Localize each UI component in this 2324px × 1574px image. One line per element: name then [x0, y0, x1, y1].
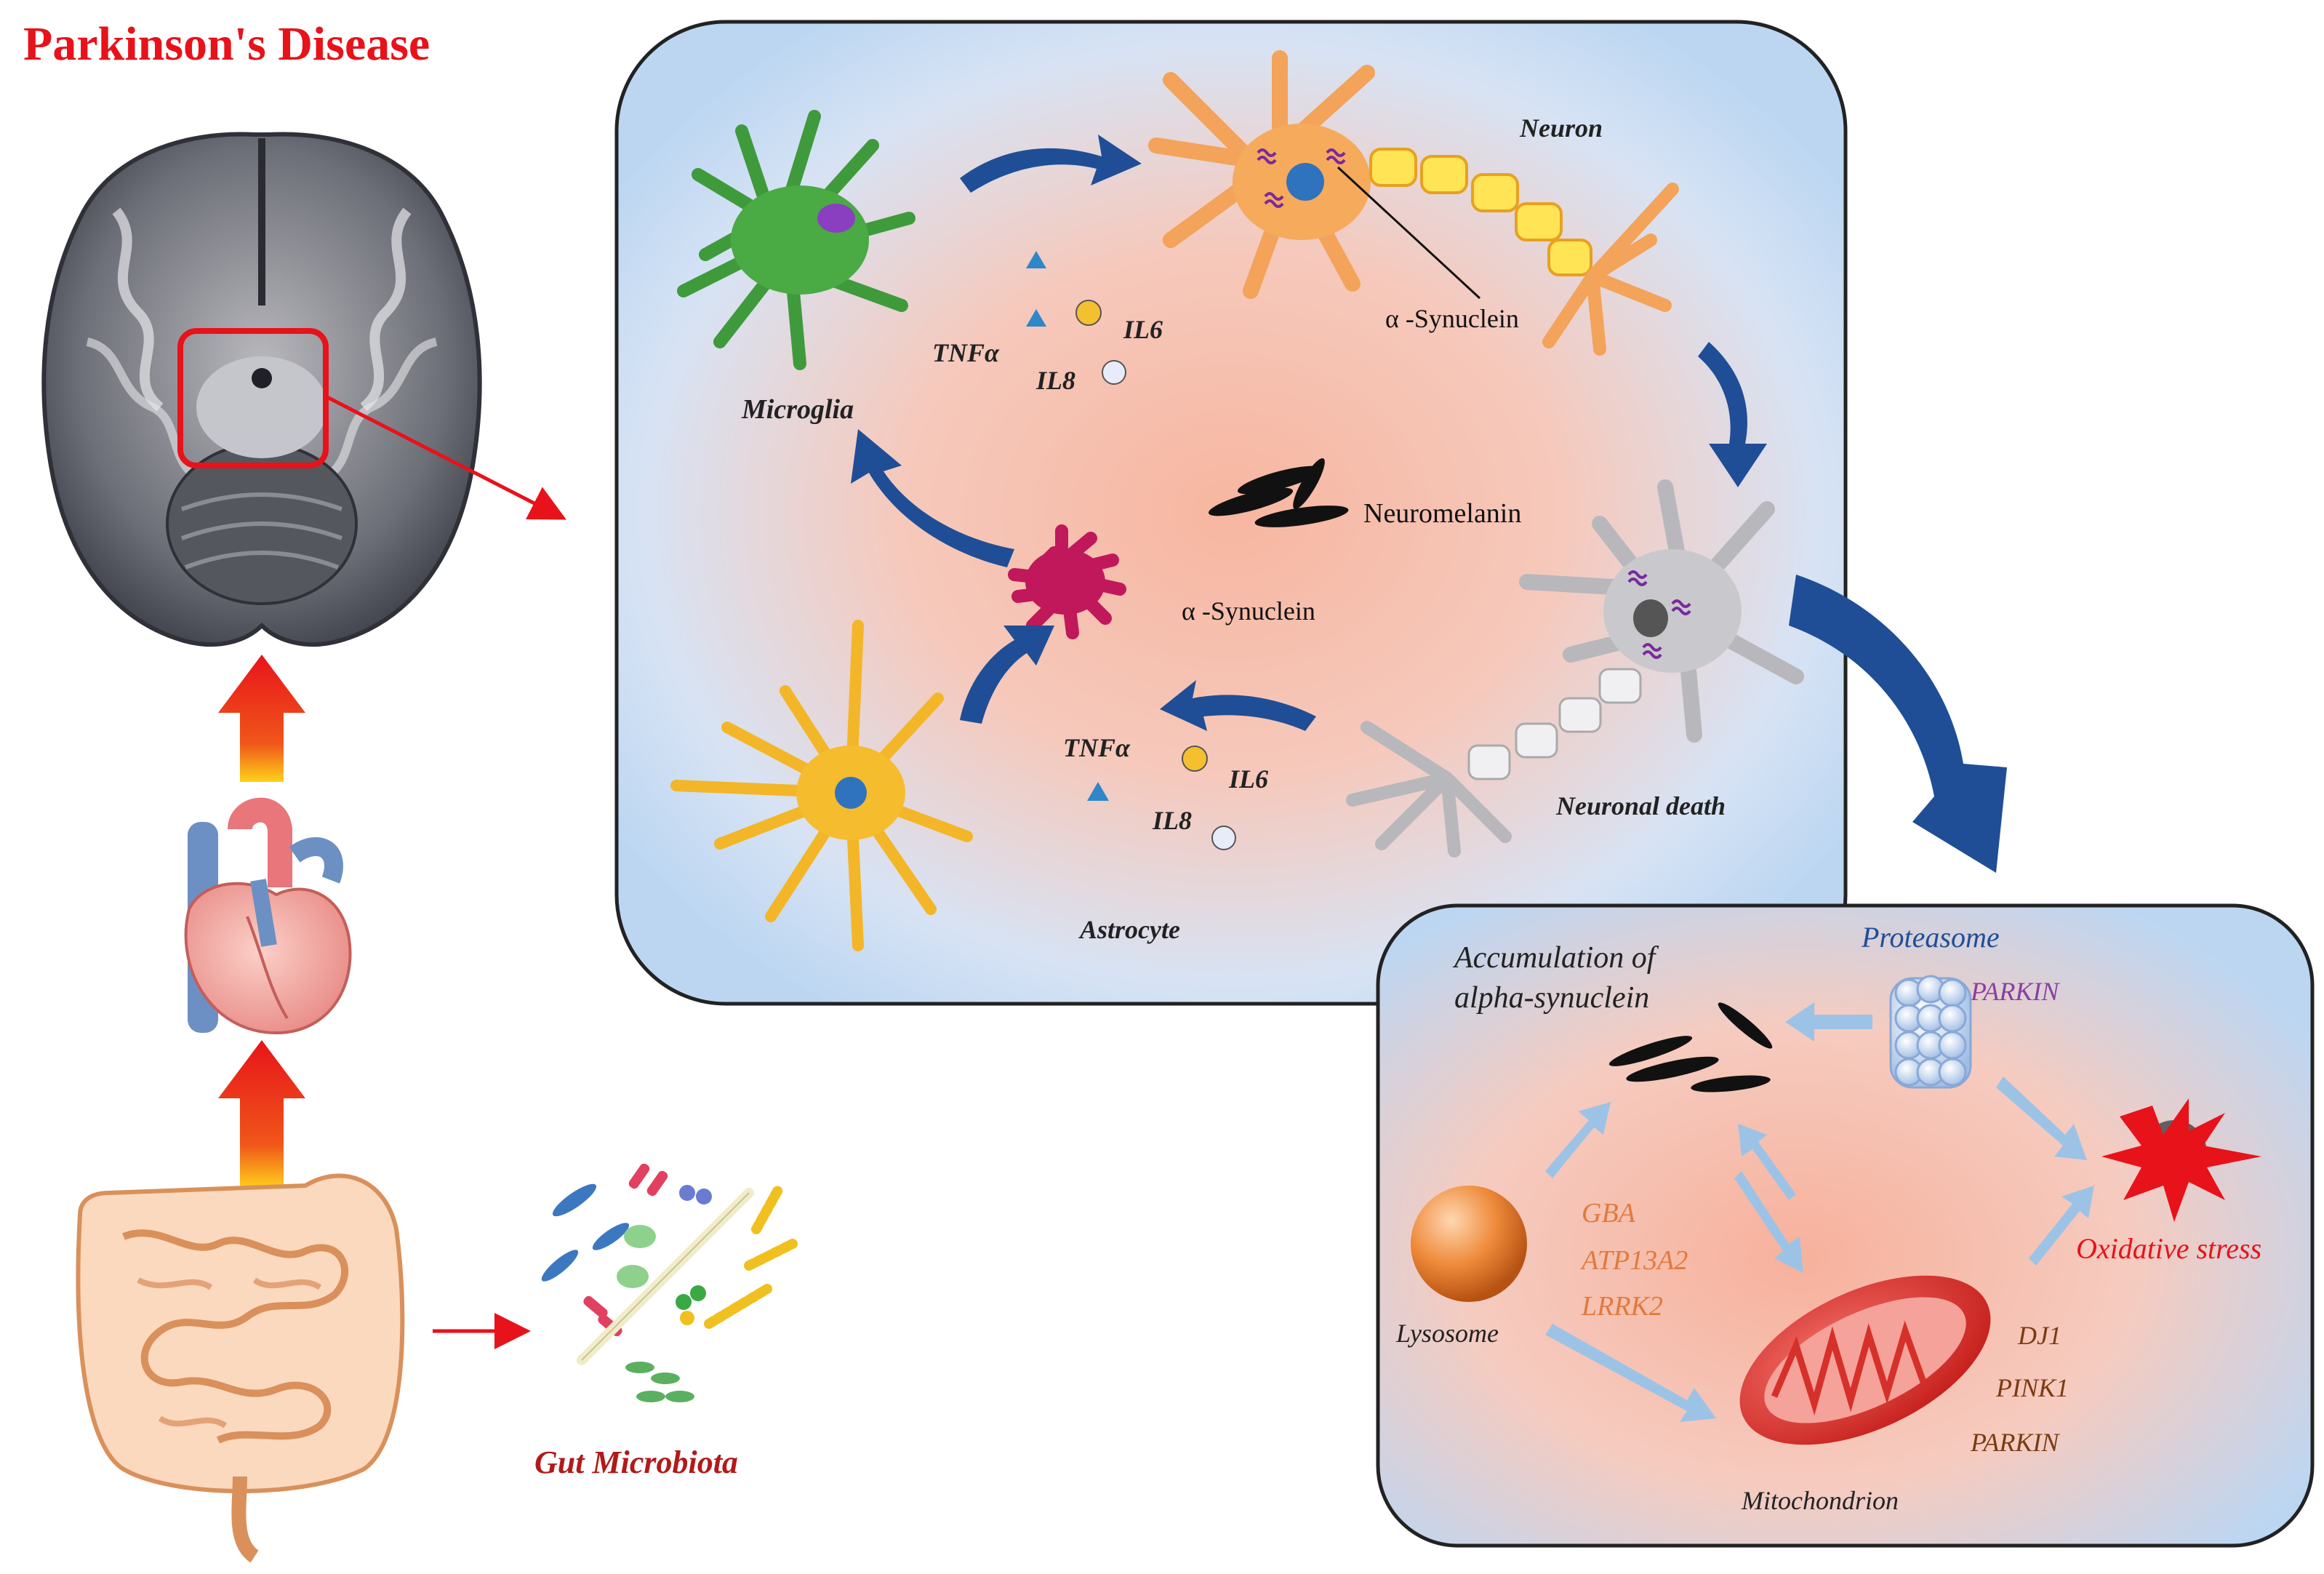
cellular-mechanisms-panel: Accumulation of alpha-synuclein Proteaso… [1376, 903, 2315, 1548]
accumulation-label-line2: alpha-synuclein [1454, 981, 1649, 1015]
up-arrow-heart-to-brain [218, 655, 305, 782]
gene-dj1: DJ1 [2017, 1321, 2061, 1350]
arrow-death-to-synuclein [1160, 680, 1316, 731]
arrow-to-cellular-panel [1789, 575, 2007, 873]
arrow-synuclein-to-microglia [851, 429, 1014, 567]
il6-label-bottom: IL6 [1228, 764, 1268, 794]
gene-gba: GBA [1582, 1198, 1636, 1229]
proteasome-label: Proteasome [1861, 921, 2000, 954]
alpha-synuclein-label-top: α -Synuclein [1385, 304, 1519, 333]
neuron-cell [1148, 50, 1679, 356]
page-title: Parkinson's Disease [23, 17, 430, 71]
il6-label-top: IL6 [1123, 315, 1163, 344]
neuron-label: Neuron [1519, 113, 1603, 143]
alpha-synuclein-label-mid: α -Synuclein [1182, 596, 1315, 626]
oxidative-stress-burst [2101, 1098, 2261, 1222]
accumulation-label-line1: Accumulation of [1452, 941, 1659, 975]
arrow-microglia-to-neuron [960, 135, 1142, 193]
bacteria-icons [541, 1163, 798, 1402]
astrocyte-cell [670, 620, 973, 951]
proteasome-icon [1889, 975, 1972, 1089]
gene-parkin-mito: PARKIN [1970, 1428, 2060, 1457]
mitochondrion-icon [1739, 1275, 1991, 1445]
gene-lrrk2: LRRK2 [1581, 1291, 1663, 1322]
gene-atp13a2: ATP13A2 [1579, 1245, 1688, 1276]
il8-label-bottom: IL8 [1152, 806, 1192, 835]
dying-neuron-cell [1346, 479, 1804, 858]
gut-microbiota-label: Gut Microbiota [534, 1445, 738, 1480]
intestine-illustration [76, 1173, 405, 1563]
neuronal-death-label: Neuronal death [1555, 791, 1726, 820]
neuromelanin-rods [1208, 458, 1349, 527]
arrow-astrocyte-to-synuclein [960, 626, 1054, 724]
heart-illustration [184, 797, 352, 1035]
alpha-synuclein-aggregate [1008, 524, 1126, 639]
mechanism-arrows [1545, 1002, 2094, 1422]
microglia-label: Microglia [741, 394, 854, 425]
microbiota-cluster: Gut Microbiota [534, 1163, 798, 1480]
oxidative-stress-label: Oxidative stress [2076, 1232, 2261, 1265]
arrow-neuron-to-death [1698, 342, 1767, 487]
brain-illustration [41, 132, 566, 647]
lysosome-label: Lysosome [1395, 1319, 1499, 1348]
astrocyte-label: Astrocyte [1078, 915, 1180, 944]
tnfa-label-bottom: TNFα [1063, 733, 1131, 762]
mitochondrion-label: Mitochondrion [1741, 1486, 1899, 1515]
cytokine-markers-bottom [1087, 746, 1236, 850]
synuclein-fibrils [1608, 1002, 1773, 1092]
parkin-label-proteasome: PARKIN [1970, 977, 2060, 1006]
lysosome-icon [1411, 1186, 1527, 1302]
il8-label-top: IL8 [1035, 366, 1075, 395]
cytokine-markers-top [1026, 251, 1126, 385]
gene-pink1: PINK1 [1995, 1373, 2069, 1402]
up-arrow-gut-to-heart [218, 1040, 305, 1189]
neuroinflammation-panel: Microglia Neuron α -Synuclein [614, 20, 1848, 1006]
neuromelanin-label: Neuromelanin [1363, 498, 1521, 529]
tnfa-label-top: TNFα [932, 338, 1000, 367]
microglia-cell [677, 110, 915, 370]
